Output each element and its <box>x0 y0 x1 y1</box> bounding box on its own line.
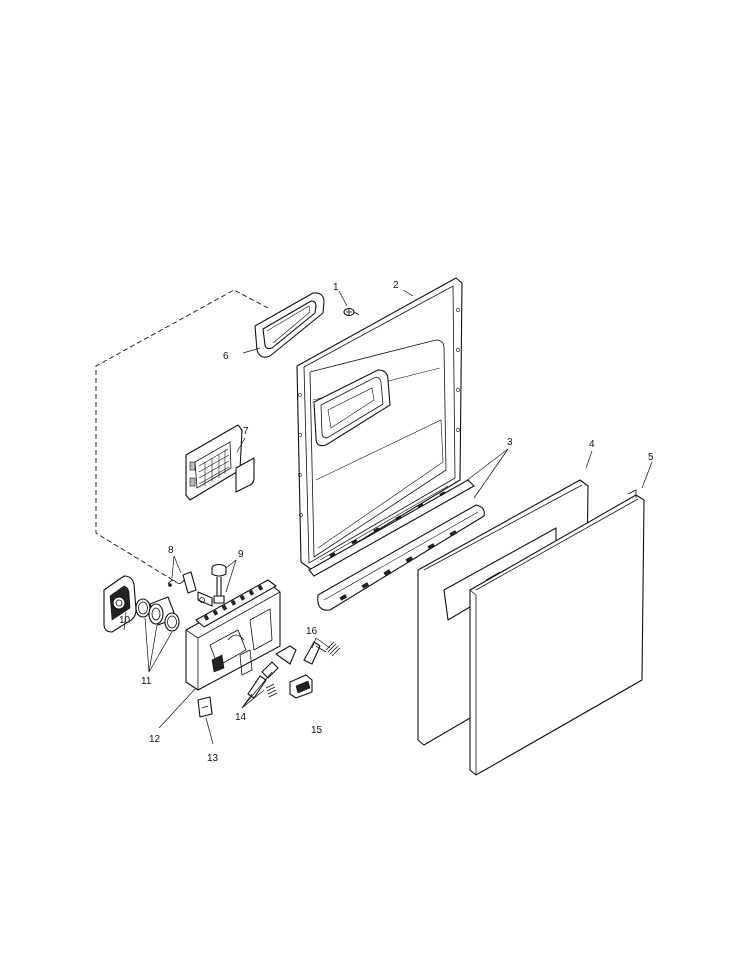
callout-12: 12 <box>149 734 161 745</box>
callout-6: 6 <box>223 351 229 362</box>
leader-lines <box>123 289 653 745</box>
callout-labels: 1 2 6 7 3 4 5 8 9 10 11 12 13 14 15 16 <box>119 280 654 764</box>
part-12-dispenser-body <box>185 579 281 691</box>
part-15-switch-block <box>289 674 313 699</box>
callout-10: 10 <box>119 615 131 626</box>
callout-8: 8 <box>168 545 174 556</box>
callout-3: 3 <box>507 437 513 448</box>
callout-1: 1 <box>333 282 339 293</box>
callout-4: 4 <box>589 439 595 450</box>
part-2-inner-door-panel <box>296 277 475 577</box>
part-14-levers <box>247 645 297 699</box>
part-3-lower-seal-strip <box>317 504 485 611</box>
callout-11: 11 <box>141 676 152 687</box>
assembly-dashed-outline <box>95 289 269 583</box>
callout-16: 16 <box>306 626 318 637</box>
callout-9: 9 <box>238 549 244 560</box>
part-10-dispenser-cover <box>103 575 137 633</box>
part-6-window-gasket <box>254 292 325 358</box>
part-8-spring-clip <box>167 571 197 594</box>
callout-13: 13 <box>207 753 219 764</box>
part-1-screw <box>343 307 360 317</box>
part-5-front-door-panel <box>469 489 645 776</box>
callout-7: 7 <box>243 426 249 437</box>
callout-5: 5 <box>648 452 654 463</box>
part-9-actuator-pin <box>197 563 227 607</box>
callout-15: 15 <box>311 725 323 736</box>
part-16-springs <box>303 641 341 665</box>
part-7-vent-assembly <box>185 424 255 501</box>
callout-14: 14 <box>235 712 247 723</box>
part-11-seal-rings <box>135 596 180 632</box>
part-13-small-tab <box>197 696 213 718</box>
callout-2: 2 <box>393 280 399 291</box>
